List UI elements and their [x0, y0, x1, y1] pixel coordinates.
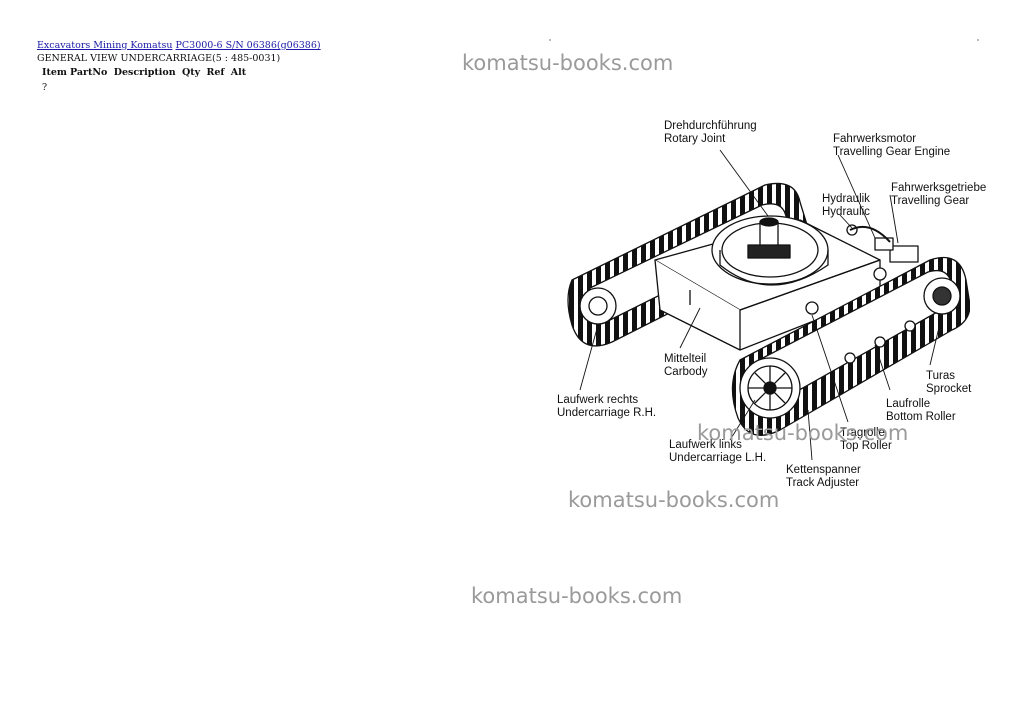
col-ref: Ref	[206, 67, 225, 78]
breadcrumb-link-category[interactable]: Excavators Mining Komatsu	[37, 40, 173, 51]
watermark: komatsu-books.com	[471, 584, 683, 608]
col-qty: Qty	[181, 67, 201, 78]
col-description: Description	[113, 67, 176, 78]
watermark: komatsu-books.com	[568, 488, 780, 512]
col-partno: PartNo	[69, 67, 108, 78]
breadcrumb: Excavators Mining Komatsu PC3000-6 S/N 0…	[37, 40, 321, 51]
col-item: Item	[42, 67, 67, 78]
speck	[977, 39, 979, 41]
speck	[549, 39, 551, 41]
watermark: komatsu-books.com	[462, 51, 674, 75]
watermark: komatsu-books.com	[697, 421, 909, 445]
page-subtitle: GENERAL VIEW UNDERCARRIAGE(5 : 485-0031)	[37, 53, 281, 64]
breadcrumb-link-model[interactable]: PC3000-6 S/N 06386(g06386)	[175, 40, 321, 51]
undercarriage-diagram	[567, 149, 970, 461]
table-row-value: ?	[42, 82, 48, 93]
col-alt: Alt	[230, 67, 247, 78]
